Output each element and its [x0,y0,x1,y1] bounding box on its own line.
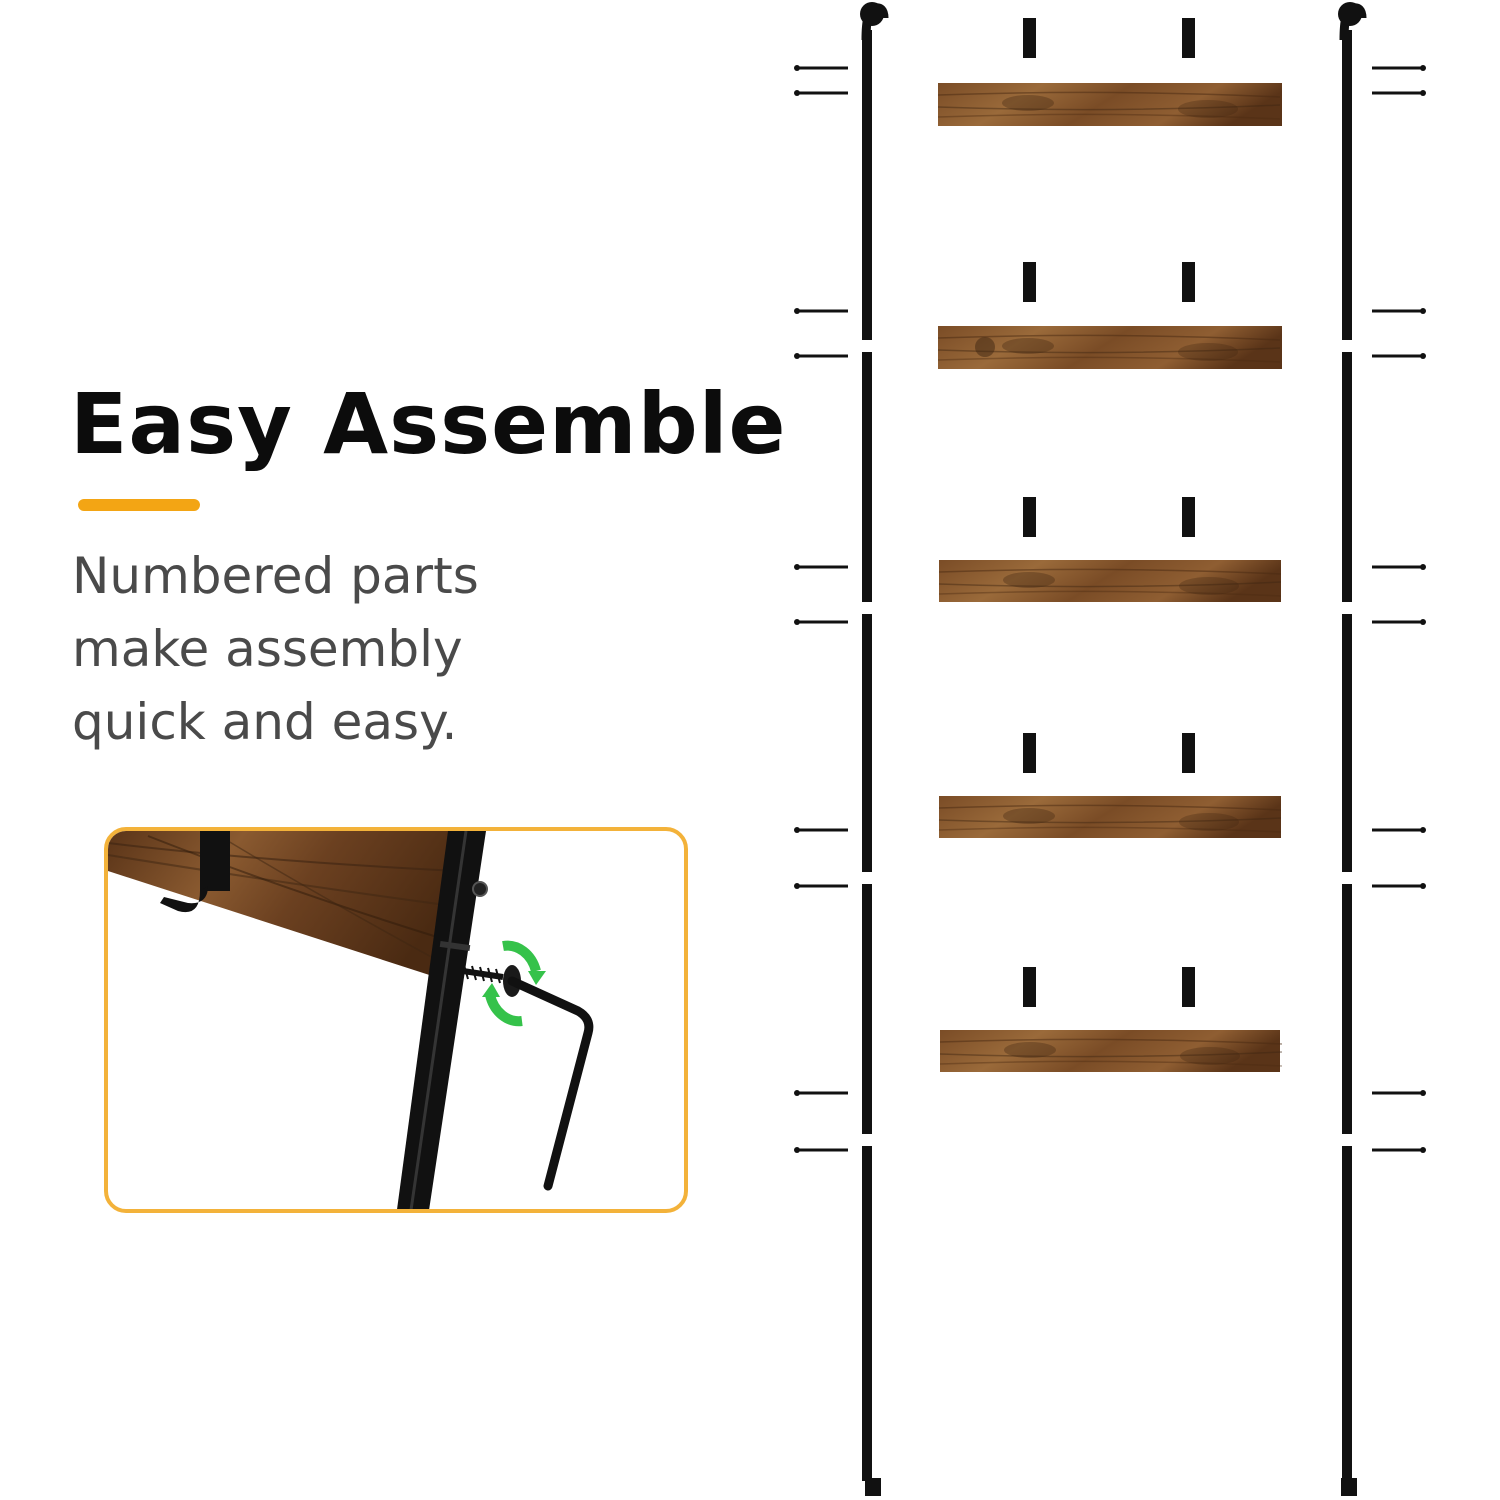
wood-shelf [938,796,1282,838]
description-line: quick and easy. [72,693,458,751]
description-line: Numbered parts [72,547,479,605]
wood-shelf [937,83,1282,126]
wood-shelf [939,1030,1283,1072]
rotate-arrow-icon [482,940,546,1027]
closeup-illustration [108,831,594,1209]
right-rail [1338,2,1367,1496]
assembly-detail-closeup [104,827,688,1213]
feature-description: Numbered parts make assembly quick and e… [72,540,592,759]
wood-plank-closeup [108,831,468,981]
allen-key-icon [507,976,594,1191]
headline: Easy Assemble [70,375,787,473]
hook-icon [160,831,230,913]
description-line: make assembly [72,620,463,678]
screw-icon [792,63,1428,1155]
left-rail [860,2,889,1496]
hook-icon [1023,18,1195,1007]
metal-rail-closeup [397,831,488,1209]
wood-shelf [937,326,1282,369]
accent-divider [78,499,200,511]
wood-shelf [938,560,1282,602]
